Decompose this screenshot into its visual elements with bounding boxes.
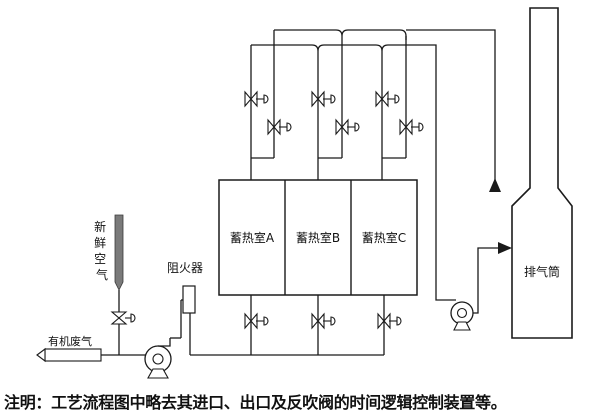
fresh-air-label: 新 鲜 空 气: [94, 219, 110, 282]
regenerator-outline: [218, 179, 418, 296]
top-valve-c2: [399, 119, 424, 135]
fresh-air-pipe: [114, 214, 124, 291]
exhaust-stack-body: [511, 7, 573, 339]
valve-actuator-icon: [386, 94, 400, 104]
flow-arrow-icon: [489, 178, 501, 192]
purge-loop: [412, 44, 498, 331]
valve-actuator-icon: [346, 122, 360, 132]
top-valve-b2: [335, 119, 360, 135]
valve-actuator-icon: [255, 94, 269, 104]
organic-waste-gas-label: 有机废气: [48, 334, 92, 348]
inlet-manifold: [190, 295, 402, 356]
top-valve-c1: [375, 91, 400, 107]
top-valve-a1: [244, 91, 269, 107]
inlet-fan: [144, 337, 181, 379]
top-valve-a2: [267, 119, 292, 135]
chamber-c-label: 蓄热室C: [362, 230, 406, 245]
chamber-a-label: 蓄热室A: [230, 230, 275, 245]
flame-arrester-body: [182, 285, 196, 314]
valve-actuator-icon: [255, 316, 269, 326]
valve-actuator-icon: [410, 122, 424, 132]
regenerator-block: 蓄热室A 蓄热室B 蓄热室C: [218, 179, 418, 296]
flow-arrow-icon: [498, 242, 512, 254]
valve-actuator-icon: [130, 313, 136, 323]
flame-arrester: 阻火器: [167, 261, 203, 355]
chamber-b-label: 蓄热室B: [296, 230, 340, 245]
top-header-pipes: [250, 29, 496, 190]
valve-actuator-icon: [388, 316, 402, 326]
flame-arrester-label: 阻火器: [167, 261, 203, 275]
valve-actuator-icon: [322, 94, 336, 104]
waste-gas-inlet-box: [44, 348, 102, 362]
footnote: 注明：工艺流程图中略去其进口、出口及反吹阀的时间逻辑控制装置等。: [4, 393, 507, 412]
exhaust-stack: 排气筒: [511, 7, 573, 339]
waste-gas-inlet: 有机废气: [36, 334, 146, 363]
exhaust-stack-label: 排气筒: [524, 264, 560, 279]
fresh-air-intake: 新 鲜 空 气: [94, 214, 136, 355]
valve-actuator-icon: [278, 122, 292, 132]
valve-actuator-icon: [322, 316, 336, 326]
butterfly-valve-icon: [111, 311, 127, 325]
top-valve-b1: [311, 91, 336, 107]
